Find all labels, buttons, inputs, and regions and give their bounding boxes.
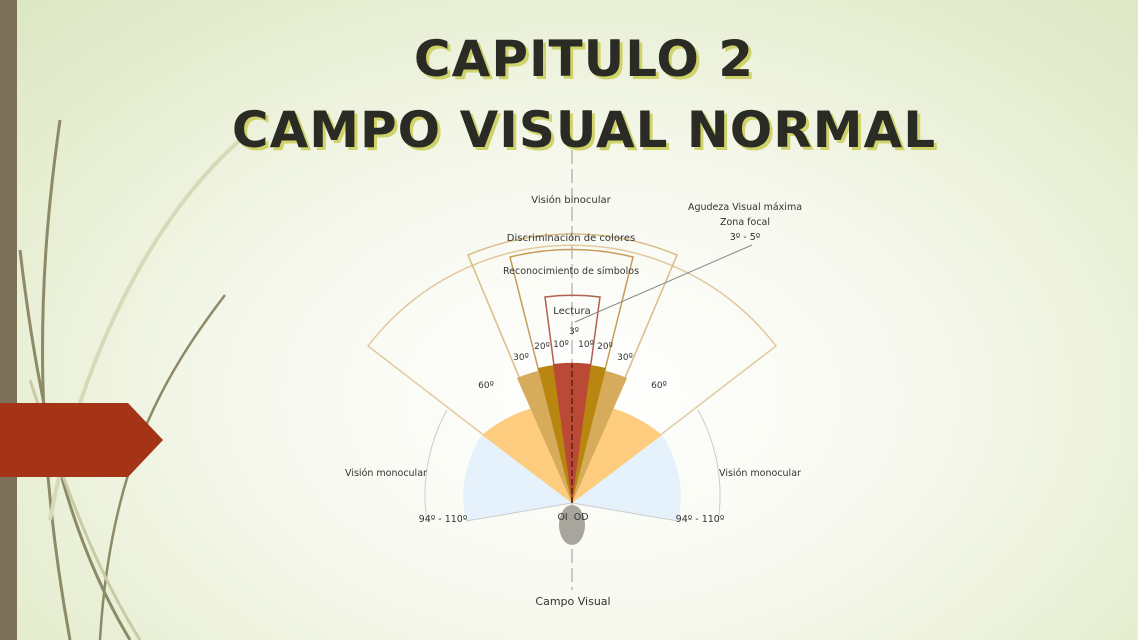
slide-title-line1: CAPITULO 2: [413, 30, 755, 88]
head-ellipse: [559, 505, 585, 545]
label-binocular: Visión binocular: [531, 194, 611, 206]
label-range-left: 94º - 110º: [419, 514, 468, 525]
slide-title-line2: CAMPO VISUAL NORMAL: [231, 101, 937, 159]
angle-3: 3º: [569, 327, 579, 337]
angle-60-left: 60º: [478, 381, 494, 391]
label-range-right: 94º - 110º: [676, 514, 725, 525]
symbols-outline: [509, 248, 634, 504]
label-symbols: Reconocimiento de símbolos: [503, 266, 639, 277]
label-eyes: OI OD: [557, 512, 588, 523]
red-arrow-tab: [0, 403, 163, 477]
ten-degree-zone: [553, 362, 591, 503]
angle-20-left: 20º: [534, 342, 550, 352]
label-acuity-3: 3º - 5º: [730, 232, 761, 243]
monocular-zone-right: [572, 435, 681, 521]
angle-10-right: 10º: [578, 340, 594, 350]
label-mono-left: Visión monocular: [345, 468, 427, 479]
angle-30-left: 30º: [513, 353, 529, 363]
mono-right-arc: [697, 409, 721, 523]
left-accent-bar: [0, 0, 17, 640]
reading-outline: [544, 294, 601, 504]
label-colors: Discriminación de colores: [507, 232, 635, 244]
label-mono-right: Visión monocular: [719, 468, 801, 479]
label-acuity-1: Agudeza Visual máxima: [688, 202, 802, 213]
label-acuity-2: Zona focal: [720, 217, 770, 228]
label-reading: Lectura: [553, 306, 591, 317]
binocular-outline: [366, 244, 778, 504]
acuity-pointer: [574, 244, 753, 323]
monocular-zone: [463, 435, 572, 521]
mono-left-arc: [424, 409, 448, 523]
angle-10-left: 10º: [553, 340, 569, 350]
angle-30-right: 30º: [617, 353, 633, 363]
label-caption: Campo Visual: [535, 595, 610, 608]
colors-outline: [467, 233, 678, 505]
angle-60-right: 60º: [651, 381, 667, 391]
angle-20-right: 20º: [597, 342, 613, 352]
